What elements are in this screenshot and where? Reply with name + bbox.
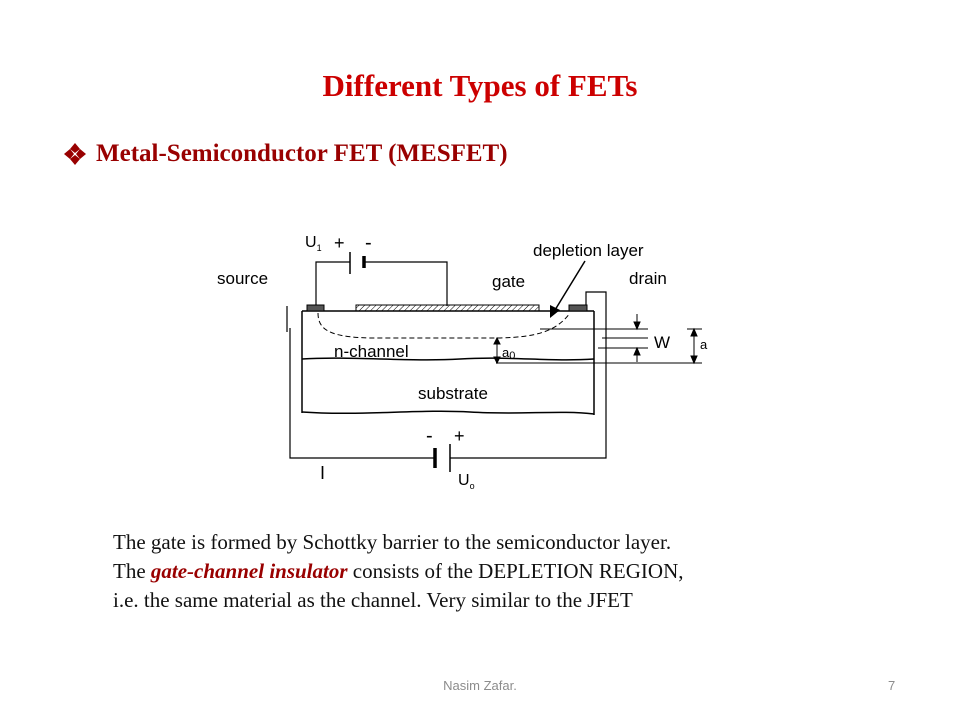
current-label: I <box>320 463 325 483</box>
source-label: source <box>217 269 268 288</box>
depletion-region <box>317 312 571 339</box>
a-label: a <box>700 337 708 352</box>
a0-label: a0 <box>502 345 515 362</box>
drain-contact <box>568 304 588 312</box>
u1-label: U1 <box>305 234 322 253</box>
device-body <box>301 310 595 415</box>
description-line-3: i.e. the same material as the channel. V… <box>113 588 633 612</box>
depletion-layer-label: depletion layer <box>533 241 644 260</box>
u0-label: Uo <box>458 472 475 491</box>
battery-u1-icon <box>349 252 366 274</box>
description-line-1: The gate is formed by Schottky barrier t… <box>113 530 672 554</box>
slide-title: Different Types of FETs <box>322 68 638 103</box>
page-number: 7 <box>888 678 896 693</box>
source-contact <box>306 304 325 312</box>
battery-top-minus: - <box>365 232 372 254</box>
depletion-arrow-icon <box>550 260 586 318</box>
diamond-bullet-icon <box>64 143 86 165</box>
gate-metal <box>355 304 540 312</box>
mesfet-diagram: U1 + - - + I Uo <box>217 232 708 491</box>
dimension-lines <box>493 314 702 365</box>
bullet-text: Metal-Semiconductor FET (MESFET) <box>96 140 508 167</box>
w-label: W <box>654 333 670 352</box>
n-channel-label: n-channel <box>334 342 409 361</box>
battery-bottom-minus: - <box>426 425 433 447</box>
substrate-label: substrate <box>418 384 488 403</box>
battery-u0-icon <box>433 444 451 472</box>
top-circuit-wire <box>286 261 448 332</box>
description-line-2: The gate-channel insulator consists of t… <box>113 559 684 583</box>
bullet-item: Metal-Semiconductor FET (MESFET) <box>64 136 508 172</box>
battery-top-plus: + <box>334 233 345 253</box>
gate-label: gate <box>492 272 525 291</box>
description-text: The gate is formed by Schottky barrier t… <box>113 528 893 615</box>
drain-label: drain <box>629 269 667 288</box>
outer-circuit-wire <box>289 291 607 459</box>
footer-author: Nasim Zafar. <box>443 678 517 693</box>
battery-bottom-plus: + <box>454 426 465 446</box>
gate-channel-insulator-term: gate-channel insulator <box>150 559 348 583</box>
